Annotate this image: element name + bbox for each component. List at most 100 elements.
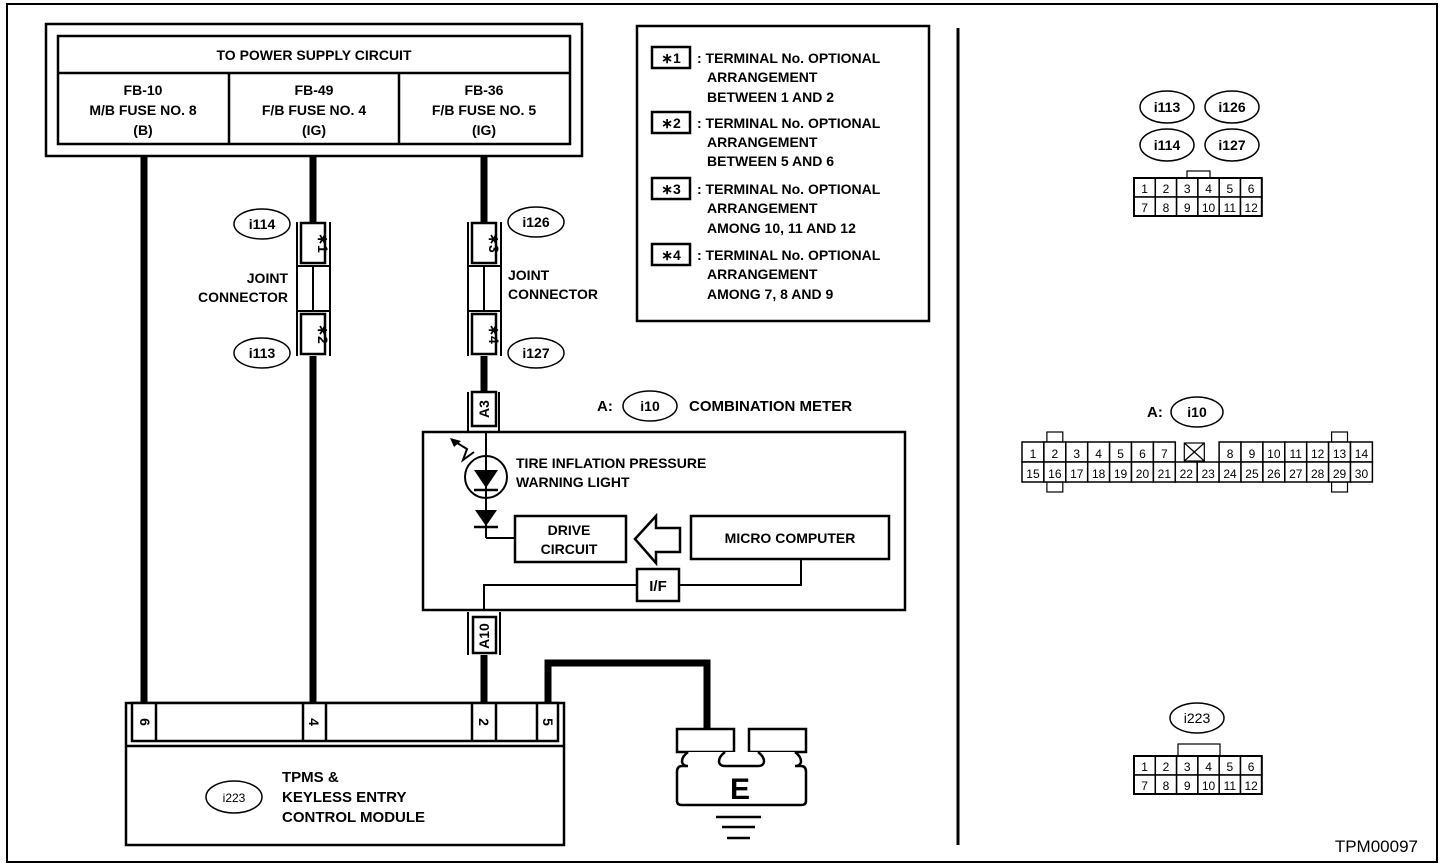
svg-text:4: 4 [1205, 182, 1212, 196]
legend-mark: ∗4 [661, 247, 681, 263]
drive-circuit-label: CIRCUIT [541, 541, 598, 557]
connector-pin: 10 [1262, 441, 1286, 463]
legend-text: BETWEEN 1 AND 2 [707, 89, 834, 105]
svg-text:8: 8 [1163, 779, 1170, 793]
module-pin-5: 5 [535, 703, 556, 741]
legend-mark: ∗3 [661, 181, 681, 197]
svg-text:4: 4 [1205, 760, 1212, 774]
connector-latch [1177, 743, 1221, 757]
combination-meter: A3 A: i10 COMBINATION METER DRIVE CIRCUI… [421, 390, 907, 655]
diagram-id: TPM00097 [1335, 837, 1418, 856]
pin-a10: A10 [476, 623, 492, 649]
connector-pin: 9 [1175, 196, 1199, 217]
wire-ground [544, 659, 711, 728]
connector-id: i10 [1187, 404, 1207, 420]
module-name-line2: KEYLESS ENTRY [282, 789, 406, 806]
connector-id: i127 [1218, 137, 1245, 153]
legend-item-2: ∗2 : TERMINAL No. OPTIONAL ARRANGEMENT B… [650, 110, 881, 169]
ground-terminal: E [675, 727, 808, 840]
connector-pin: 6 [1239, 177, 1263, 198]
svg-text:26: 26 [1267, 467, 1281, 481]
connector-id-i126: i126 [522, 214, 549, 230]
connector-pin: 28 [1305, 461, 1330, 483]
interface-label: I/F [649, 578, 667, 595]
fuse-name: M/B FUSE NO. 8 [89, 102, 197, 118]
fuse-type: (IG) [472, 122, 496, 138]
connector-pin: 8 [1154, 196, 1178, 217]
joint-label-line2: CONNECTOR [508, 286, 598, 302]
svg-text:6: 6 [137, 718, 153, 726]
connector-pin: 21 [1152, 461, 1177, 483]
svg-text:7: 7 [1141, 779, 1148, 793]
arrow-left-icon [633, 512, 682, 567]
svg-text:2: 2 [1052, 447, 1059, 461]
tpms-module: 6 4 2 5 i223 TPMS & KEYLESS ENTRY CONTRO… [124, 701, 566, 847]
svg-text:8: 8 [1227, 447, 1234, 461]
legend-text: : TERMINAL No. OPTIONAL [697, 181, 881, 197]
connector-latch [1046, 481, 1064, 493]
connector-pin: 1 [1133, 177, 1157, 198]
svg-text:23: 23 [1201, 467, 1215, 481]
connector-pin: 13 [1327, 441, 1352, 463]
connector-pin: 12 [1305, 441, 1330, 463]
ground-label: E [730, 773, 750, 806]
connector-pin: 1 [1021, 441, 1045, 463]
svg-text:16: 16 [1048, 467, 1062, 481]
svg-text:8: 8 [1163, 201, 1170, 215]
legend-text: AMONG 10, 11 AND 12 [707, 220, 856, 236]
connector-pin: 17 [1065, 461, 1089, 483]
connector-pin: 29 [1327, 461, 1352, 483]
svg-text:3: 3 [1073, 447, 1080, 461]
connector-pin: 18 [1086, 461, 1111, 483]
svg-text:5: 5 [1117, 447, 1124, 461]
connector-pin: 5 [1218, 755, 1242, 776]
legend-text: ARRANGEMENT [707, 134, 818, 150]
connector-pin: 16 [1043, 461, 1067, 483]
connector-pin: 2 [1154, 755, 1178, 776]
connector-pin: 10 [1197, 196, 1220, 217]
connector-pin: 2 [1154, 177, 1178, 198]
module-pin-2: 2 [470, 703, 498, 741]
connector-pin: 5 [1108, 441, 1133, 463]
connector-pin: 11 [1284, 441, 1308, 463]
connector-id: i223 [1184, 710, 1211, 726]
connector-pin: 2 [1043, 441, 1067, 463]
svg-text:5: 5 [540, 718, 556, 726]
connector-pin: 4 [1197, 177, 1220, 198]
connector-pin: 11 [1218, 774, 1242, 795]
legend-text: : TERMINAL No. OPTIONAL [697, 115, 881, 131]
svg-text:20: 20 [1136, 467, 1150, 481]
joint-mark-1: ∗1 [315, 233, 331, 253]
connector-pin: 3 [1175, 755, 1199, 776]
fuse-name: F/B FUSE NO. 4 [262, 102, 366, 118]
blank-pin-mark [1183, 442, 1205, 462]
connector-pin: 11 [1218, 196, 1242, 217]
svg-text:9: 9 [1249, 447, 1256, 461]
legend-item-3: ∗3 : TERMINAL No. OPTIONAL ARRANGEMENT A… [650, 176, 881, 236]
svg-text:22: 22 [1180, 467, 1194, 481]
svg-text:12: 12 [1244, 779, 1258, 793]
connector-pin: 4 [1197, 755, 1220, 776]
outer-frame [6, 3, 1438, 863]
svg-text:9: 9 [1184, 201, 1191, 215]
svg-text:1: 1 [1141, 182, 1148, 196]
fuse-connector: FB-36 [465, 82, 504, 98]
fuse-column-1: FB-10 M/B FUSE NO. 8 (B) [89, 82, 197, 138]
legend-text: ARRANGEMENT [707, 200, 818, 216]
drive-circuit-block [513, 514, 628, 564]
wires [140, 156, 711, 728]
joint-label-line1: JOINT [247, 270, 289, 286]
connector-pin: 12 [1239, 196, 1263, 217]
micro-computer-block [689, 514, 891, 561]
module-pin-4: 4 [301, 703, 328, 741]
fuse-name: F/B FUSE NO. 5 [432, 102, 536, 118]
meter-prefix: A: [597, 398, 613, 415]
connector-id-i114: i114 [249, 216, 276, 232]
svg-text:7: 7 [1161, 447, 1168, 461]
warning-light-line1: TIRE INFLATION PRESSURE [516, 455, 706, 471]
svg-text:2: 2 [1163, 760, 1170, 774]
svg-text:1: 1 [1030, 447, 1037, 461]
connector-pin: 23 [1196, 461, 1220, 483]
